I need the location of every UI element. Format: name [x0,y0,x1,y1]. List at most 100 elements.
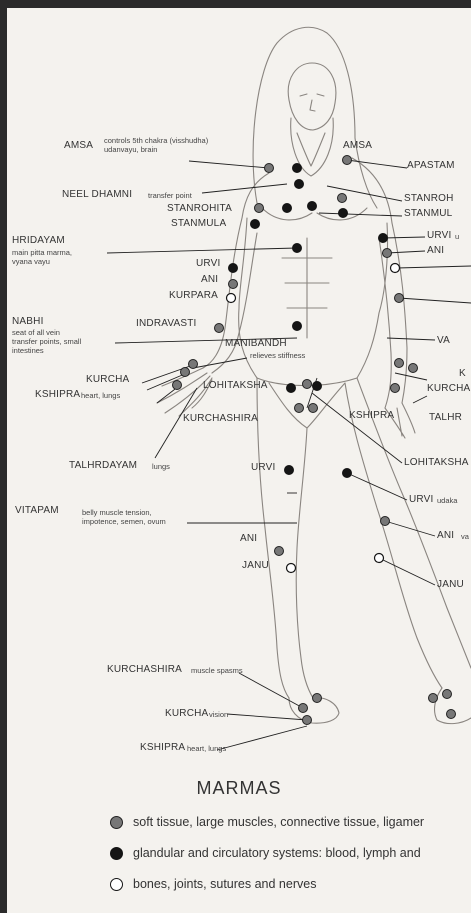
note-kshipra-hand: heart, lungs [81,391,120,400]
grey-dot-icon [110,816,123,829]
label-talhr-right: TALHR [429,412,462,423]
label-janu-right: JANU [437,579,464,590]
note-neel-dhamni: transfer point [148,191,192,200]
label-lohitaksha-right: LOHITAKSHA [404,457,469,468]
label-stanmul-right: STANMUL [404,208,452,219]
marma-point-soft [409,364,418,373]
label-manibandh: MANIBANDH [225,338,287,349]
marma-point-soft [429,694,438,703]
marma-point-soft [313,694,322,703]
marma-point-soft [215,324,224,333]
legend-text: glandular and circulatory systems: blood… [133,846,421,860]
label-urvi-leg: URVI [251,462,276,473]
marma-point-glandular [339,209,348,218]
label-ani-leg: ANI [240,533,257,544]
note-urvi-right: u [455,232,459,241]
label-kurpara: KURPARA [169,290,218,301]
legend-row-soft-tissue: soft tissue, large muscles, connective t… [110,813,424,831]
label-kurcha-right: KURCHA [427,383,470,394]
note-manibandh: relieves stiffness [250,351,305,360]
marma-point-soft [303,380,312,389]
label-lohitaksha: LOHITAKSHA [203,380,268,391]
marma-point-soft [443,690,452,699]
label-urvi-leg-right: URVI [409,494,434,505]
label-kurcha-hand: KURCHA [86,374,129,385]
note-ani-leg-right: va [461,532,469,541]
marma-point-glandular [308,202,317,211]
label-ani-right: ANI [427,245,444,256]
label-janu: JANU [242,560,269,571]
label-urvi-arm: URVI [196,258,221,269]
label-nabhi: NABHI [12,316,44,327]
marma-point-bone [391,264,400,273]
marma-point-soft [299,704,308,713]
marma-point-glandular [293,244,302,253]
note-hridayam: main pitta marma, vyana vayu [12,248,82,266]
marma-point-soft [173,381,182,390]
marma-point-soft [381,517,390,526]
label-amsa-right: AMSA [343,140,372,151]
label-neel-dhamni: NEEL DHAMNI [62,189,132,200]
legend-row-glandular: glandular and circulatory systems: blood… [110,844,421,862]
note-amsa-left: controls 5th chakra (visshudha) udanvayu… [104,136,234,154]
note-kshipra-foot: heart, lungs [187,744,226,753]
legend-text: bones, joints, sutures and nerves [133,877,316,891]
note-vitapam: belly muscle tension, impotence, semen, … [82,508,182,526]
label-k-right: K [459,368,466,379]
marma-point-glandular [295,180,304,189]
label-talhrdayam: TALHRDAYAM [69,460,137,471]
label-amsa-left: AMSA [64,140,93,151]
note-nabhi: seat of all vein transfer points, small … [12,328,82,355]
marma-point-bone [375,554,384,563]
page-title: MARMAS [7,778,471,799]
marma-point-glandular [313,382,322,391]
marma-point-soft [309,404,318,413]
marma-point-soft [343,156,352,165]
label-urvi-right: URVI [427,230,452,241]
marma-point-bone [287,564,296,573]
label-ani-arm: ANI [201,274,218,285]
marma-point-glandular [343,469,352,478]
marma-point-glandular [293,322,302,331]
marma-point-soft [255,204,264,213]
label-kurcha-foot: KURCHA [165,708,208,719]
marma-point-glandular [251,220,260,229]
label-kshipra-right: KSHIPRA [349,410,394,421]
marma-point-soft [229,280,238,289]
marma-point-glandular [285,466,294,475]
note-kurchashira-foot: muscle spasms [191,666,243,675]
marma-point-glandular [287,384,296,393]
note-urvi-leg-right: udaka [437,496,457,505]
label-kshipra-foot: KSHIPRA [140,742,185,753]
label-kshipra-hand: KSHIPRA [35,389,80,400]
marma-point-soft [265,164,274,173]
marma-point-soft [303,716,312,725]
label-stanroh-right: STANROH [404,193,454,204]
marma-point-soft [275,547,284,556]
label-va-right: VA [437,335,450,346]
note-talhrdayam: lungs [152,462,170,471]
marma-point-soft [295,404,304,413]
marma-point-soft [181,368,190,377]
marma-point-glandular [229,264,238,273]
marma-point-glandular [379,234,388,243]
label-kurchashira-hand: KURCHASHIRA [183,413,258,424]
marma-point-soft [383,249,392,258]
marma-point-glandular [293,164,302,173]
book-page: AMSA controls 5th chakra (visshudha) uda… [7,8,471,913]
label-apastam: APASTAM [407,160,455,171]
marma-point-soft [395,294,404,303]
label-hridayam: HRIDAYAM [12,235,65,246]
legend-text: soft tissue, large muscles, connective t… [133,815,424,829]
white-dot-icon [110,878,123,891]
label-vitapam: VITAPAM [15,505,59,516]
marma-point-soft [189,360,198,369]
note-kurcha-foot: vision [209,710,228,719]
label-ani-leg-right: ANI [437,530,454,541]
marma-point-soft [391,384,400,393]
marma-point-bone [227,294,236,303]
label-stanrohita: STANROHITA [167,203,232,214]
marma-point-soft [447,710,456,719]
label-stanmula: STANMULA [171,218,226,229]
head-outline [288,63,336,130]
